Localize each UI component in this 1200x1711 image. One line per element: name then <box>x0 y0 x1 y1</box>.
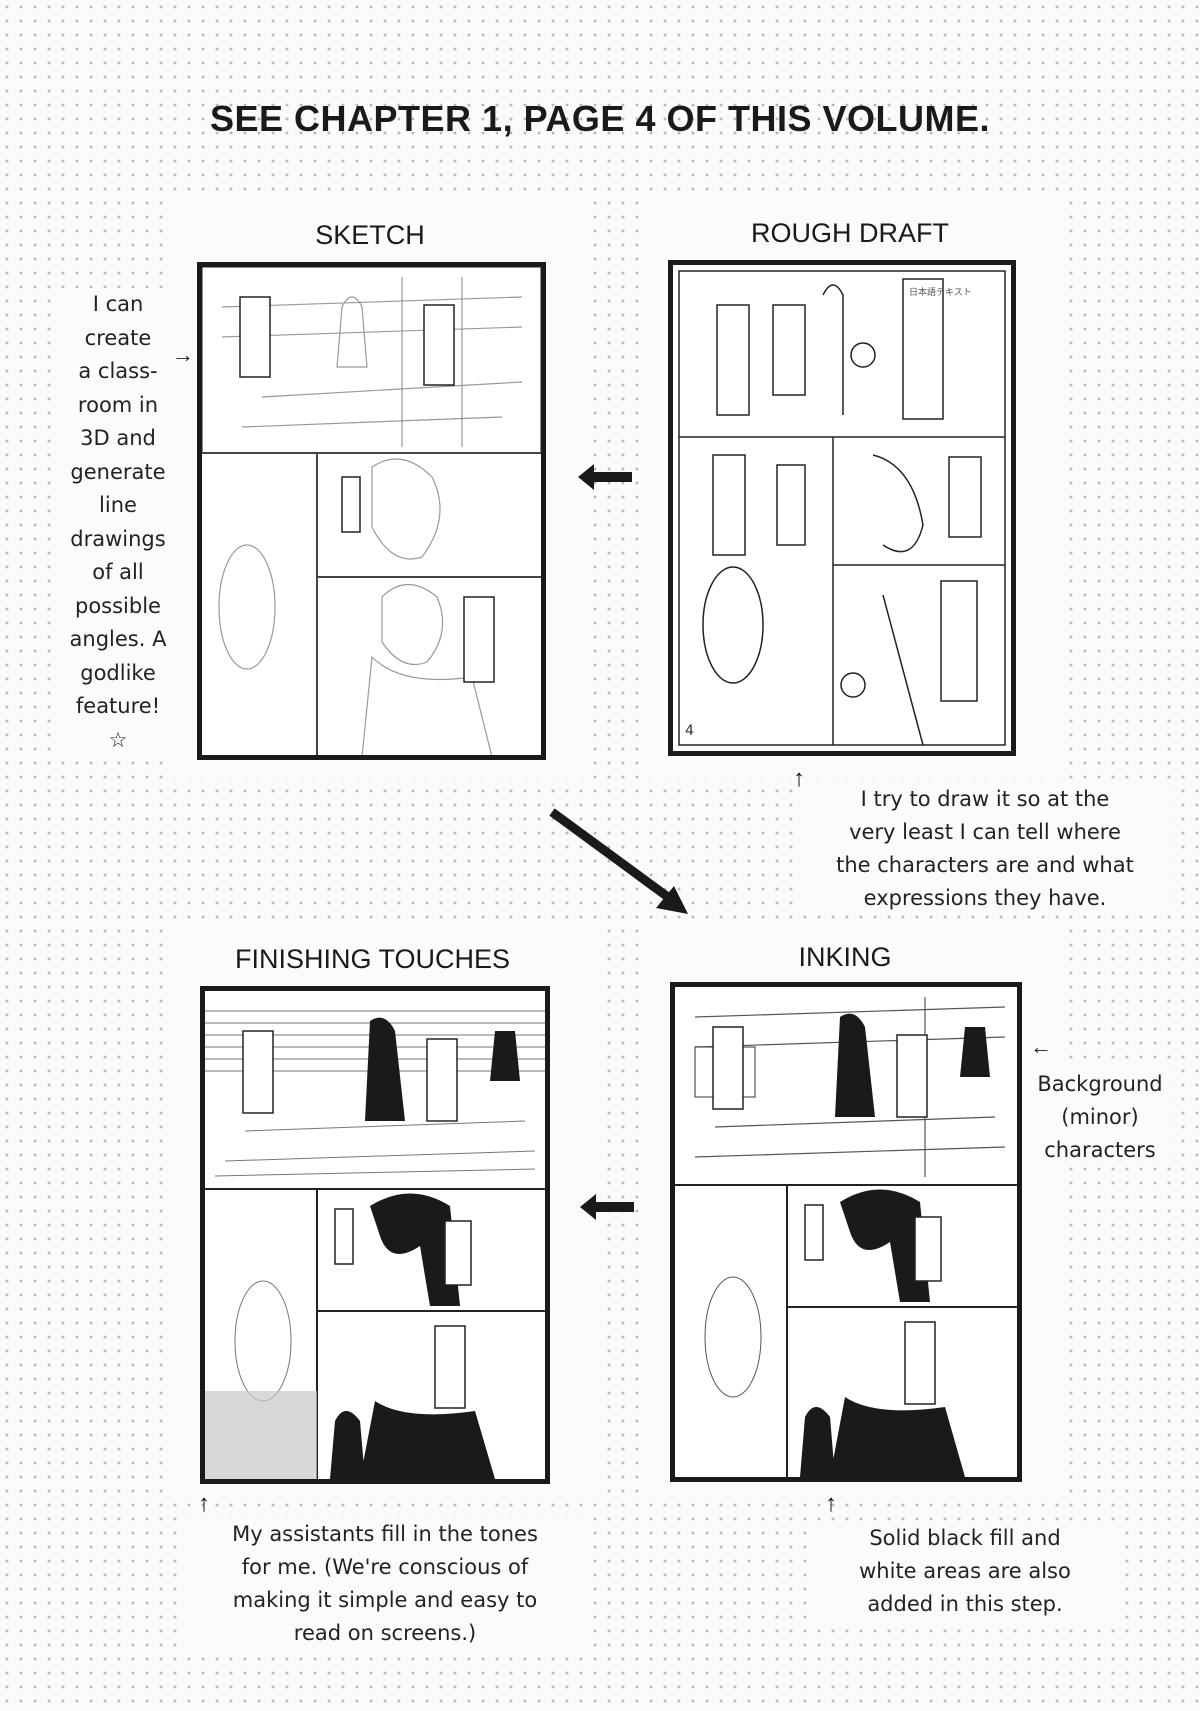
note-line: drawings <box>70 526 166 551</box>
finishing-artwork <box>205 1010 545 1479</box>
note-line: a class- <box>78 359 158 383</box>
note-line: create <box>84 325 152 350</box>
note-line: for me. (We're conscious of <box>241 1555 529 1579</box>
sketch-artwork <box>202 267 541 755</box>
rough-page-number: 4 <box>685 723 694 739</box>
note-line: Solid black fill and <box>869 1526 1061 1550</box>
inking-artwork <box>675 997 1017 1477</box>
left-arrow-icon <box>578 464 632 490</box>
note-line: the characters are and what <box>836 853 1134 877</box>
note-line: expressions they have. <box>863 886 1107 910</box>
note-line: white areas are also <box>859 1559 1071 1583</box>
note-line: of all <box>92 560 144 584</box>
note-line: (minor) <box>1061 1105 1139 1129</box>
down-right-arrow-icon <box>549 808 688 914</box>
note-line: generate <box>70 459 166 484</box>
rough-draft-page: 日本語テキスト 4 <box>668 260 1016 756</box>
sketch-side-note: I can create a class- room in 3D and gen… <box>58 288 178 757</box>
note-line: very least I can tell where <box>849 820 1121 844</box>
note-line: making it simple and easy to <box>232 1588 538 1612</box>
right-arrow-icon: → <box>172 342 194 367</box>
inking-page <box>670 982 1022 1482</box>
note-line: added in this step. <box>867 1592 1063 1616</box>
note-line: godlike <box>80 660 156 685</box>
left-arrow-icon: ← <box>1030 1034 1052 1060</box>
star-icon: ☆ <box>108 727 128 752</box>
rough-note: I try to draw it so at the very least I … <box>800 783 1170 915</box>
up-arrow-icon: ↑ <box>198 1490 210 1517</box>
left-arrow-icon <box>580 1194 634 1220</box>
finishing-note: My assistants fill in the tones for me. … <box>185 1518 585 1650</box>
note-line: characters <box>1044 1138 1156 1162</box>
rough-draft-artwork: 日本語テキスト 4 <box>678 270 1006 746</box>
note-line: room in <box>77 392 159 417</box>
note-line: I try to draw it so at the <box>860 787 1110 811</box>
finishing-page <box>200 986 550 1484</box>
sketch-page <box>197 262 546 760</box>
stage-label-sketch: SKETCH <box>250 220 490 251</box>
note-line: Background <box>1037 1072 1163 1096</box>
svg-text:日本語テキスト: 日本語テキスト <box>909 286 972 298</box>
note-line: possible <box>75 593 161 618</box>
up-arrow-icon: ↑ <box>825 1490 837 1517</box>
note-line: My assistants fill in the tones <box>232 1522 538 1546</box>
note-line: 3D and <box>80 426 156 450</box>
note-line: angles. A <box>69 627 167 651</box>
note-line: read on screens.) <box>293 1621 477 1645</box>
note-line: feature! <box>75 694 161 718</box>
inking-note: Solid black fill and white areas are als… <box>815 1522 1115 1621</box>
note-line: line <box>99 493 137 517</box>
note-line: I can <box>92 292 144 316</box>
inking-side-note: Background (minor) characters <box>1030 1068 1170 1167</box>
stage-label-inking: INKING <box>740 942 950 973</box>
stage-label-finishing: FINISHING TOUCHES <box>200 944 545 975</box>
stage-label-rough-draft: ROUGH DRAFT <box>700 218 1000 249</box>
page-title: SEE CHAPTER 1, PAGE 4 OF THIS VOLUME. <box>210 98 990 139</box>
